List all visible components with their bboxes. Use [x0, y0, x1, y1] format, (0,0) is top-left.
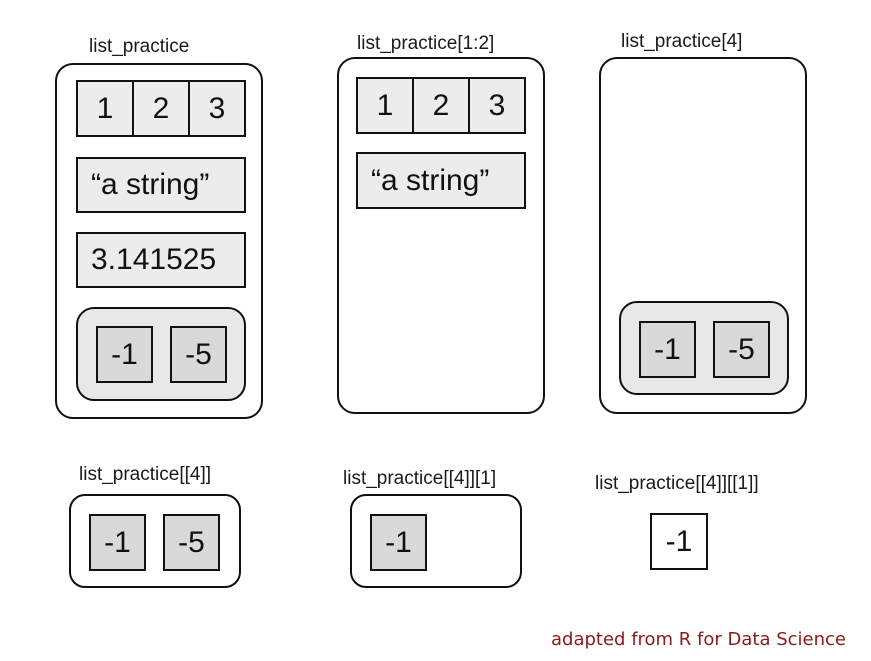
vector-cell: 2: [414, 79, 470, 132]
list-container-double-bracket: -1 -5: [69, 494, 241, 588]
element-value: -1: [89, 514, 146, 571]
nested-value: -5: [170, 326, 227, 383]
numeric-vector: 1 2 3: [76, 80, 246, 137]
numeric-vector: 1 2 3: [356, 77, 526, 134]
element-value: -5: [163, 514, 220, 571]
scalar-value: -1: [650, 513, 708, 570]
number-element: 3.141525: [76, 232, 246, 288]
list-container-slice: 1 2 3 “a string”: [337, 57, 545, 414]
list-container-single-bracket: -1 -5: [599, 57, 807, 414]
nested-list: -1 -5: [619, 301, 789, 395]
nested-value: -1: [639, 321, 696, 378]
nested-value: -5: [713, 321, 770, 378]
list-container-full: 1 2 3 “a string” 3.141525 -1 -5: [55, 63, 263, 419]
caption-list-double-double: list_practice[[4]][[1]]: [595, 473, 759, 494]
caption-list-single-bracket: list_practice[4]: [621, 31, 743, 52]
vector-cell: 2: [134, 82, 190, 135]
string-element: “a string”: [76, 157, 246, 213]
caption-list-double-bracket: list_practice[[4]]: [79, 464, 211, 485]
element-value: -1: [370, 514, 427, 571]
vector-cell: 1: [358, 79, 414, 132]
vector-cell: 3: [488, 88, 506, 122]
vector-cell: 3: [208, 91, 226, 125]
caption-list-practice: list_practice: [89, 36, 190, 57]
credit-text: adapted from R for Data Science: [551, 629, 846, 650]
caption-list-slice: list_practice[1:2]: [357, 33, 495, 54]
string-element: “a string”: [356, 152, 526, 209]
vector-cell: 1: [78, 82, 134, 135]
nested-list: -1 -5: [76, 307, 246, 401]
nested-value: -1: [96, 326, 153, 383]
caption-list-double-single: list_practice[[4]][1]: [343, 468, 497, 489]
list-container-double-single: -1: [350, 494, 522, 588]
